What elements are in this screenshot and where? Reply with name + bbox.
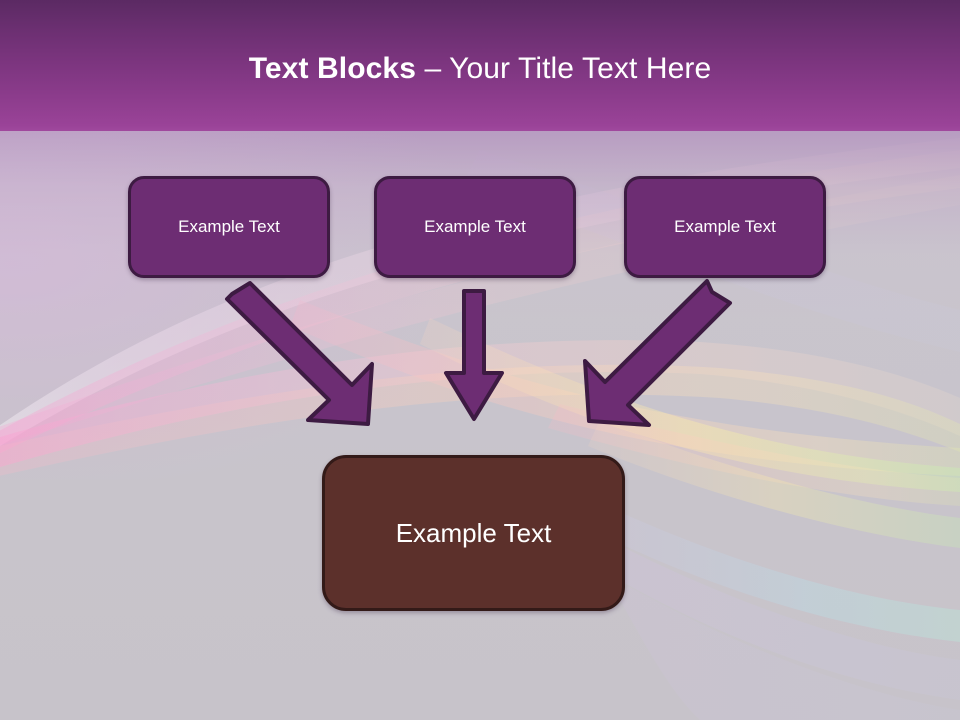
text-block-2-label: Example Text (424, 217, 526, 236)
page-title-strong: Text Blocks (248, 52, 425, 85)
text-block-result[interactable]: Example Text (322, 455, 625, 611)
text-block-1[interactable]: Example Text (128, 176, 330, 278)
text-block-result-label: Example Text (395, 517, 552, 548)
text-block-1-label: Example Text (178, 217, 280, 236)
text-block-2[interactable]: Example Text (374, 176, 576, 278)
text-block-3-label: Example Text (674, 217, 776, 236)
page-title: Text Blocks – Your Title Text Here (0, 52, 960, 86)
title-banner: Text Blocks – Your Title Text Here (0, 0, 960, 131)
text-block-3[interactable]: Example Text (624, 176, 826, 278)
page-title-rest: – Your Title Text Here (424, 52, 712, 85)
